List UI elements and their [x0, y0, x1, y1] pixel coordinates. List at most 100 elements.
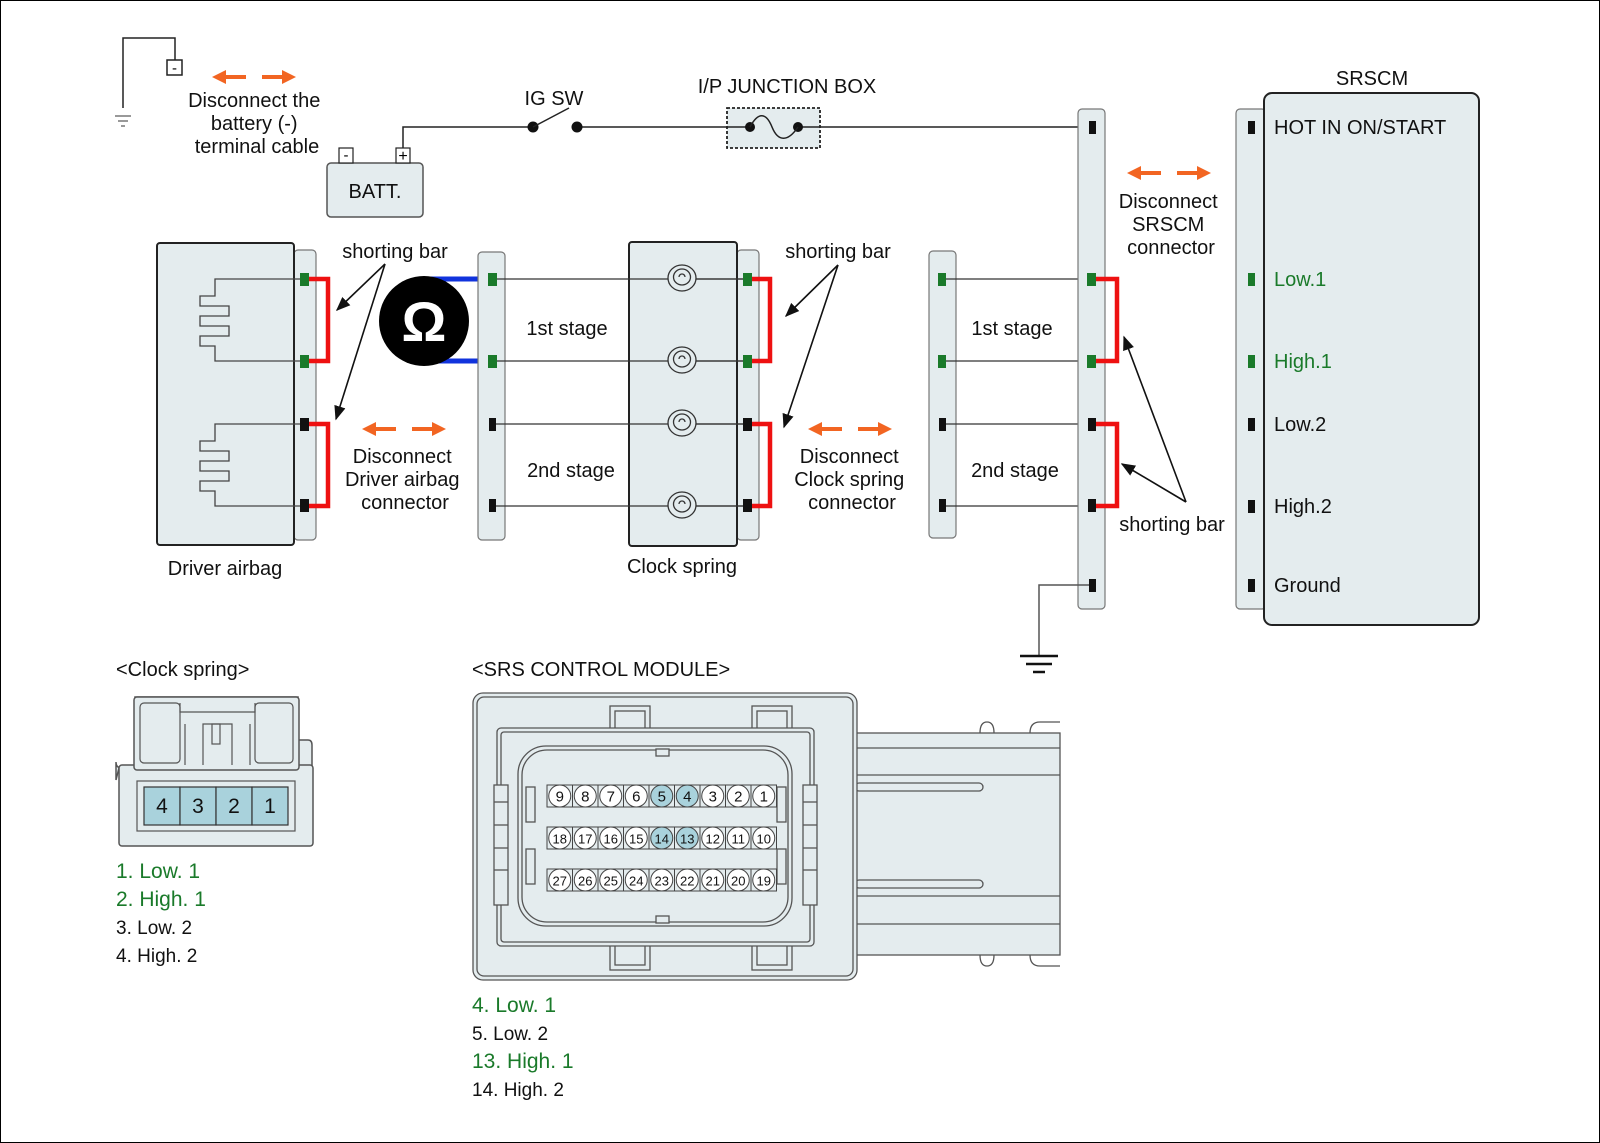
squib-2-icon [199, 423, 305, 507]
srscm-pin [1248, 418, 1255, 431]
junction-box[interactable]: I/P JUNCTION BOX [698, 76, 877, 149]
srscm-title: SRSCM [1336, 68, 1408, 90]
battery[interactable]: - + BATT. [326, 147, 424, 218]
ig-switch-label: IG SW [525, 88, 584, 110]
clock-spring-lower-connector[interactable] [477, 251, 506, 541]
svg-text:27: 27 [553, 874, 567, 889]
svg-text:10: 10 [757, 832, 771, 847]
disconnect-battery-label: Disconnect the battery (-) terminal cabl… [188, 90, 326, 158]
ignition-switch[interactable]: IG SW [525, 88, 584, 133]
svg-text:2: 2 [734, 789, 742, 806]
clock-spring-upper-connector[interactable] [736, 249, 760, 541]
driver-airbag-pins [300, 273, 309, 512]
srs-module-pin: 24 [623, 868, 650, 892]
clock-spring-pin: 1 [251, 786, 289, 826]
clock-spring-coils [667, 264, 743, 519]
srscm-pin [1248, 579, 1255, 592]
clock-spring-pin: 3 [179, 786, 217, 826]
srs-module-pin: 25 [597, 868, 624, 892]
srs-module-pin: 2 [725, 784, 752, 808]
harness-wires [946, 278, 1088, 507]
svg-text:19: 19 [757, 874, 771, 889]
srscm-module[interactable]: SRSCM HOT IN ON/STARTLow.1High.1Low.2Hig… [1235, 68, 1480, 626]
disconnect-clock-spring-label: Disconnect Clock spring connector [794, 446, 910, 514]
clock-spring-harness-connector[interactable] [928, 250, 957, 539]
svg-text:13: 13 [680, 832, 694, 847]
svg-text:25: 25 [604, 874, 618, 889]
legend-item: 4. High. 2 [116, 946, 197, 967]
svg-text:15: 15 [629, 832, 643, 847]
clock-spring[interactable]: Clock spring [627, 241, 760, 578]
srs-module-pin: 26 [572, 868, 599, 892]
legend-item: 14. High. 2 [472, 1080, 564, 1101]
svg-text:12: 12 [706, 832, 720, 847]
srs-module-pin: 11 [725, 826, 752, 850]
disconnect-srscm-arrow-icon [1127, 166, 1211, 180]
second-stage-label-1: 2nd stage [527, 460, 615, 482]
harness-ground [1020, 584, 1089, 674]
clock-spring-shorting-bar-label: shorting bar [785, 241, 891, 263]
srs-module-pin: 10 [750, 826, 777, 850]
svg-text:16: 16 [604, 832, 618, 847]
srs-module-pin: 15 [623, 826, 650, 850]
srs-module-pin: 20 [725, 868, 752, 892]
srscm-harness-shorting-bars [1096, 276, 1120, 509]
svg-text:14: 14 [655, 832, 669, 847]
srs-module-pin: 19 [750, 868, 777, 892]
second-stage-label-2: 2nd stage [971, 460, 1059, 482]
driver-airbag-shorting-bars [309, 276, 331, 509]
driver-airbag-label: Driver airbag [168, 558, 282, 580]
srs-module-pin: 21 [699, 868, 726, 892]
srs-module-pin: 13 [674, 826, 701, 850]
supply-wire [402, 126, 1093, 148]
clock-spring-connector-title: <Clock spring> [116, 659, 249, 681]
legend-item: 5. Low. 2 [472, 1024, 548, 1045]
driver-airbag-shorting-bar-label: shorting bar [342, 241, 448, 263]
fuse-icon [749, 115, 799, 139]
ohmmeter[interactable]: Ω [379, 276, 492, 366]
svg-text:3: 3 [709, 789, 717, 806]
coil-icon [667, 264, 743, 292]
battery-negative-cable[interactable]: - [122, 37, 183, 108]
side-ribs-right [802, 784, 818, 906]
svg-text:24: 24 [629, 874, 643, 889]
chassis-ground-icon [115, 115, 131, 127]
svg-text:26: 26 [578, 874, 592, 889]
clock-spring-pin: 4 [143, 786, 181, 826]
srscm-pin [1248, 273, 1255, 286]
svg-text:17: 17 [578, 832, 592, 847]
legend-item: 13. High. 1 [472, 1050, 574, 1073]
legend-item: 2. High. 1 [116, 888, 206, 911]
srs-module-pin: 22 [674, 868, 701, 892]
srscm-pin [1248, 500, 1255, 513]
svg-text:20: 20 [731, 874, 745, 889]
coil-icon [667, 409, 743, 437]
srscm-pin [1248, 121, 1255, 134]
cable-neg-sign: - [172, 60, 177, 77]
svg-text:3: 3 [192, 795, 204, 818]
first-stage-label-2: 1st stage [971, 318, 1052, 340]
srs-module-pin: 4 [674, 784, 701, 808]
srscm-pin-label: Low.2 [1274, 414, 1326, 436]
svg-text:4: 4 [156, 795, 168, 818]
driver-airbag-connector[interactable] [293, 249, 317, 541]
srs-module-pin: 7 [597, 784, 624, 808]
svg-text:9: 9 [556, 789, 564, 806]
svg-text:22: 22 [680, 874, 694, 889]
legend-item: 4. Low. 1 [472, 994, 556, 1017]
srs-module-pin: 3 [699, 784, 726, 808]
svg-text:8: 8 [581, 789, 589, 806]
driver-airbag[interactable]: Driver airbag [156, 242, 317, 580]
srs-module-pin: 14 [648, 826, 675, 850]
srscm-pin-label: High.2 [1274, 496, 1332, 518]
srs-module-pin: 27 [546, 868, 573, 892]
junction-box-label: I/P JUNCTION BOX [698, 76, 877, 98]
srscm-pin-label: HOT IN ON/START [1274, 117, 1446, 139]
srscm-harness-connector[interactable] [1077, 108, 1106, 610]
svg-text:4: 4 [683, 789, 691, 806]
svg-text:5: 5 [658, 789, 666, 806]
srscm-pin [1248, 355, 1255, 368]
